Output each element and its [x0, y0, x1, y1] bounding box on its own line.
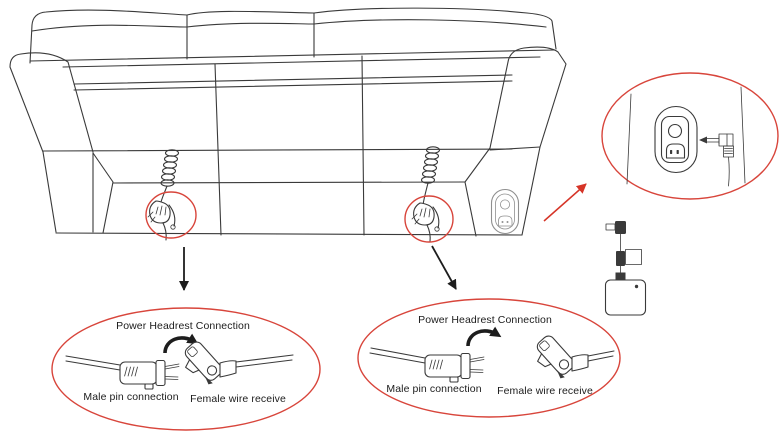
socket-hole-icon [499, 199, 510, 210]
female-connector-icon [176, 339, 237, 391]
adapter-inline-connector [616, 251, 625, 266]
adapter-neck [615, 272, 626, 281]
headrest-plug-icon [411, 202, 440, 243]
dc-plug-icon [699, 133, 734, 187]
power-adapter-icon [604, 221, 647, 316]
inlet-pin-dot [506, 221, 509, 223]
adapter-dc-plug-tip [605, 223, 616, 231]
female-connector-icon [528, 333, 589, 385]
female-wire [235, 354, 294, 368]
rotate-clockwise-arrow-icon [163, 333, 199, 354]
callout-right-male-label: Male pin connection [386, 383, 482, 395]
callout-right-female-label: Female wire receive [497, 385, 593, 397]
sofa-rear-outline [9, 7, 567, 237]
callout-right-ellipse [357, 298, 621, 418]
male-connector-icon [424, 352, 485, 383]
adapter-inline-box [625, 249, 642, 265]
adapter-dc-plug-body [615, 221, 626, 234]
rotate-clockwise-arrow-icon [466, 326, 502, 347]
callout-right [357, 298, 621, 418]
right-connector-highlight-circle [404, 195, 454, 243]
left-headrest-wire [147, 149, 180, 241]
female-wire [587, 350, 615, 362]
insert-direction-arrow [699, 136, 707, 144]
callout-left-ellipse [51, 307, 321, 431]
detail-highlight-ellipse [601, 72, 779, 200]
callout-left-male-label: Male pin connection [83, 391, 179, 403]
down-arrow-right [431, 245, 457, 290]
power-socket-icon [654, 105, 698, 174]
sofa-socket-panel [490, 188, 520, 235]
panel-edge-lines [626, 86, 746, 185]
socket-detail-callout [601, 72, 779, 200]
adapter-led-dot [634, 284, 639, 289]
socket-inlet-icon [498, 215, 513, 227]
headrest-plug-icon [147, 200, 176, 241]
red-arrow-to-socket-detail [543, 183, 587, 222]
callout-left-title: Power Headrest Connection [116, 320, 250, 332]
callout-left-female-label: Female wire receive [190, 393, 286, 405]
inlet-pin-dot [501, 221, 504, 223]
callout-right-title: Power Headrest Connection [418, 314, 552, 326]
callout-left [51, 307, 321, 431]
adapter-brick [604, 279, 647, 316]
right-headrest-wire [411, 146, 441, 243]
male-connector-icon [119, 359, 180, 390]
male-wire [65, 355, 121, 371]
male-wire [369, 347, 426, 364]
left-connector-highlight-circle [145, 191, 197, 239]
